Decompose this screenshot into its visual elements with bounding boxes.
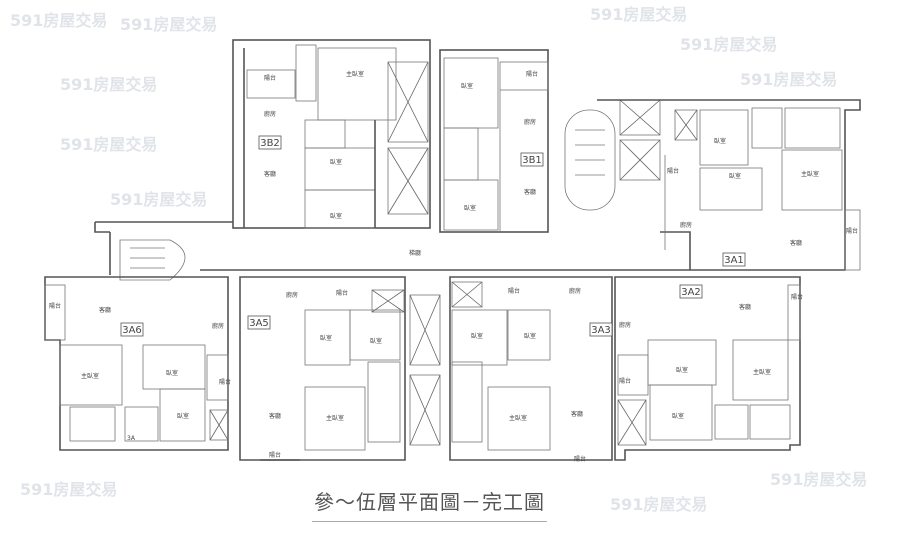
- watermark: 591房屋交易: [770, 470, 867, 489]
- unit-3B2: 3B2: [260, 138, 280, 149]
- room-label: 客廳: [524, 188, 536, 196]
- room-label: 主臥室: [81, 372, 99, 380]
- room-label: 陽台: [667, 167, 679, 175]
- room-label: 客廳: [739, 303, 751, 311]
- room-label: 臥室: [524, 332, 536, 340]
- room-label: 陽台: [526, 70, 538, 78]
- room-label: 臥室: [676, 366, 688, 374]
- unit-3B1: 3B1: [522, 155, 542, 166]
- room-label: 陽台: [264, 74, 276, 82]
- room-label: 陽台: [336, 289, 348, 297]
- watermarks: 591房屋交易 591房屋交易 591房屋交易 591房屋交易 591房屋交易 …: [10, 5, 867, 514]
- room-label: 臥室: [330, 158, 342, 166]
- unit-labels: 3B2 3B1 3A1 3A2 3A3 3A5 3A6 3A: [120, 135, 746, 442]
- watermark: 591房屋交易: [60, 135, 157, 154]
- bath-label: 3A: [127, 435, 136, 442]
- unit-3A1: 3A1: [724, 255, 744, 266]
- room-label: 臥室: [464, 204, 476, 212]
- room-label: 廚房: [264, 110, 276, 118]
- room-label: 主臥室: [753, 368, 771, 376]
- room-label: 陽台: [846, 227, 858, 235]
- room-label: 客廳: [99, 306, 111, 314]
- room-label: 臥室: [672, 412, 684, 420]
- room-label: 廚房: [212, 322, 224, 330]
- room-label: 臥室: [471, 332, 483, 340]
- room-label: 廚房: [569, 287, 581, 295]
- room-label: 陽台: [219, 378, 231, 386]
- watermark: 591房屋交易: [60, 75, 157, 94]
- room-label: 臥室: [166, 369, 178, 377]
- unit-3A5: 3A5: [249, 318, 269, 329]
- room-label: 臥室: [330, 212, 342, 220]
- room-label: 主臥室: [801, 170, 819, 178]
- unit-3A6: 3A6: [122, 325, 142, 336]
- room-label: 廚房: [524, 118, 536, 126]
- room-labels: 陽台 主臥室 廚房 客廳 臥室 臥室 臥室 陽台 廚房 客廳 臥室 臥室 臥室 …: [49, 70, 858, 463]
- room-label: 陽台: [619, 377, 631, 385]
- watermark: 591房屋交易: [20, 480, 117, 499]
- room-label: 陽台: [574, 455, 586, 463]
- watermark: 591房屋交易: [10, 11, 107, 30]
- room-label: 主臥室: [509, 414, 527, 422]
- watermark: 591房屋交易: [680, 35, 777, 54]
- watermark: 591房屋交易: [610, 495, 707, 514]
- room-label: 臥室: [729, 172, 741, 180]
- room-label: 客廳: [571, 410, 583, 418]
- watermark: 591房屋交易: [120, 15, 217, 34]
- room-label: 客廳: [269, 412, 281, 420]
- room-label: 客廳: [790, 239, 802, 247]
- room-label: 廚房: [619, 321, 631, 329]
- room-label: 臥室: [714, 137, 726, 145]
- walls: [44, 39, 861, 461]
- room-label: 陽台: [269, 451, 281, 459]
- room-label: 陽台: [49, 302, 61, 310]
- watermark: 591房屋交易: [590, 5, 687, 24]
- room-label: 主臥室: [346, 70, 364, 78]
- room-label: 臥室: [320, 334, 332, 342]
- watermark: 591房屋交易: [110, 190, 207, 209]
- unit-3A3: 3A3: [591, 325, 611, 336]
- room-label: 陽台: [508, 287, 520, 295]
- room-label: 廚房: [680, 221, 692, 229]
- room-label: 臥室: [461, 82, 473, 90]
- watermark: 591房屋交易: [740, 70, 837, 89]
- room-label: 陽台: [791, 293, 803, 301]
- corridor-label: 梯廳: [409, 249, 421, 257]
- room-label: 廚房: [286, 291, 298, 299]
- room-label: 臥室: [177, 412, 189, 420]
- unit-3A2: 3A2: [681, 287, 701, 298]
- plan-title: 參～伍層平面圖－完工圖: [312, 486, 547, 522]
- room-label: 客廳: [264, 170, 276, 178]
- room-label: 主臥室: [326, 414, 344, 422]
- room-label: 臥室: [370, 337, 382, 345]
